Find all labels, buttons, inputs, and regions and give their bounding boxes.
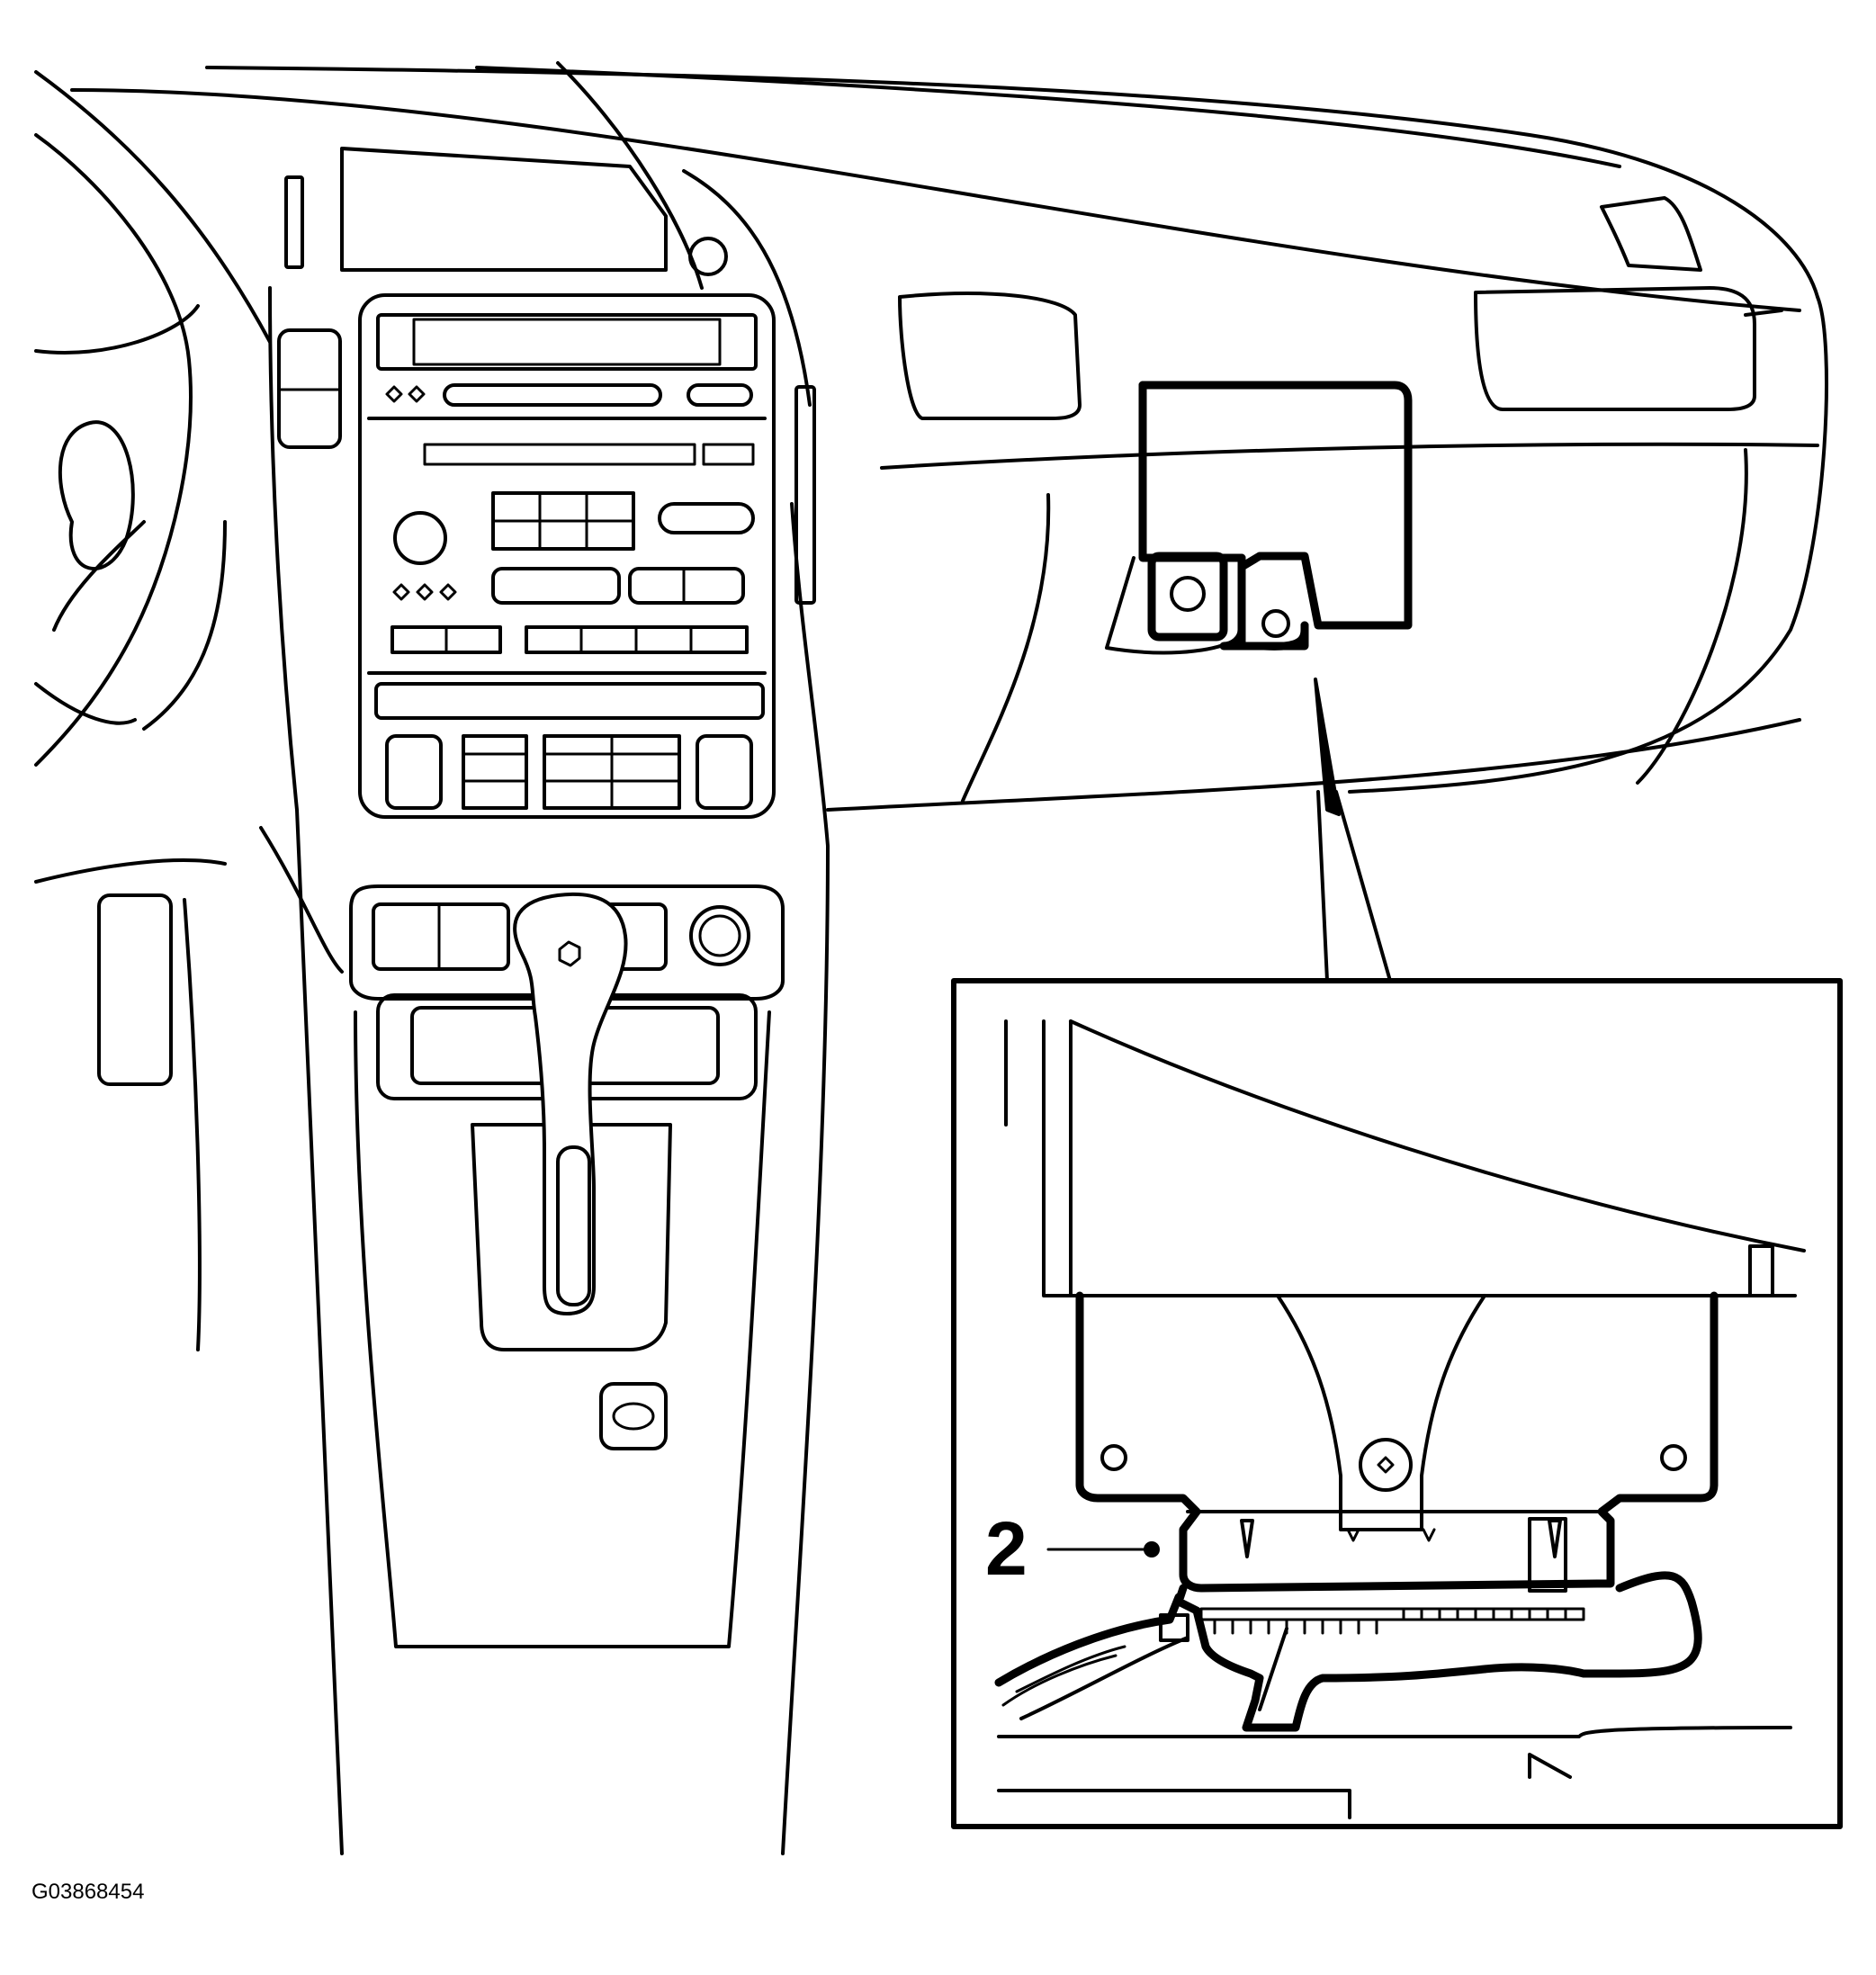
inset-leader-arrow xyxy=(1314,678,1392,983)
dashboard-top-outline xyxy=(34,66,1828,812)
steering-wheel-area xyxy=(34,133,344,1351)
center-console xyxy=(349,884,785,1648)
glove-box-area xyxy=(898,196,1783,803)
control-module-outline xyxy=(1105,381,1413,655)
figure-id: G03868454 xyxy=(31,1880,144,1904)
callout-number: 2 xyxy=(985,1506,1028,1591)
left-switch-block xyxy=(277,328,342,449)
callout-2: 2 xyxy=(985,1506,1160,1591)
radio-head-unit xyxy=(358,293,816,819)
center-air-vent xyxy=(284,147,728,276)
center-stack-outline xyxy=(268,61,830,1855)
detail-inset xyxy=(951,978,1843,1829)
callout-dot xyxy=(1144,1541,1160,1558)
